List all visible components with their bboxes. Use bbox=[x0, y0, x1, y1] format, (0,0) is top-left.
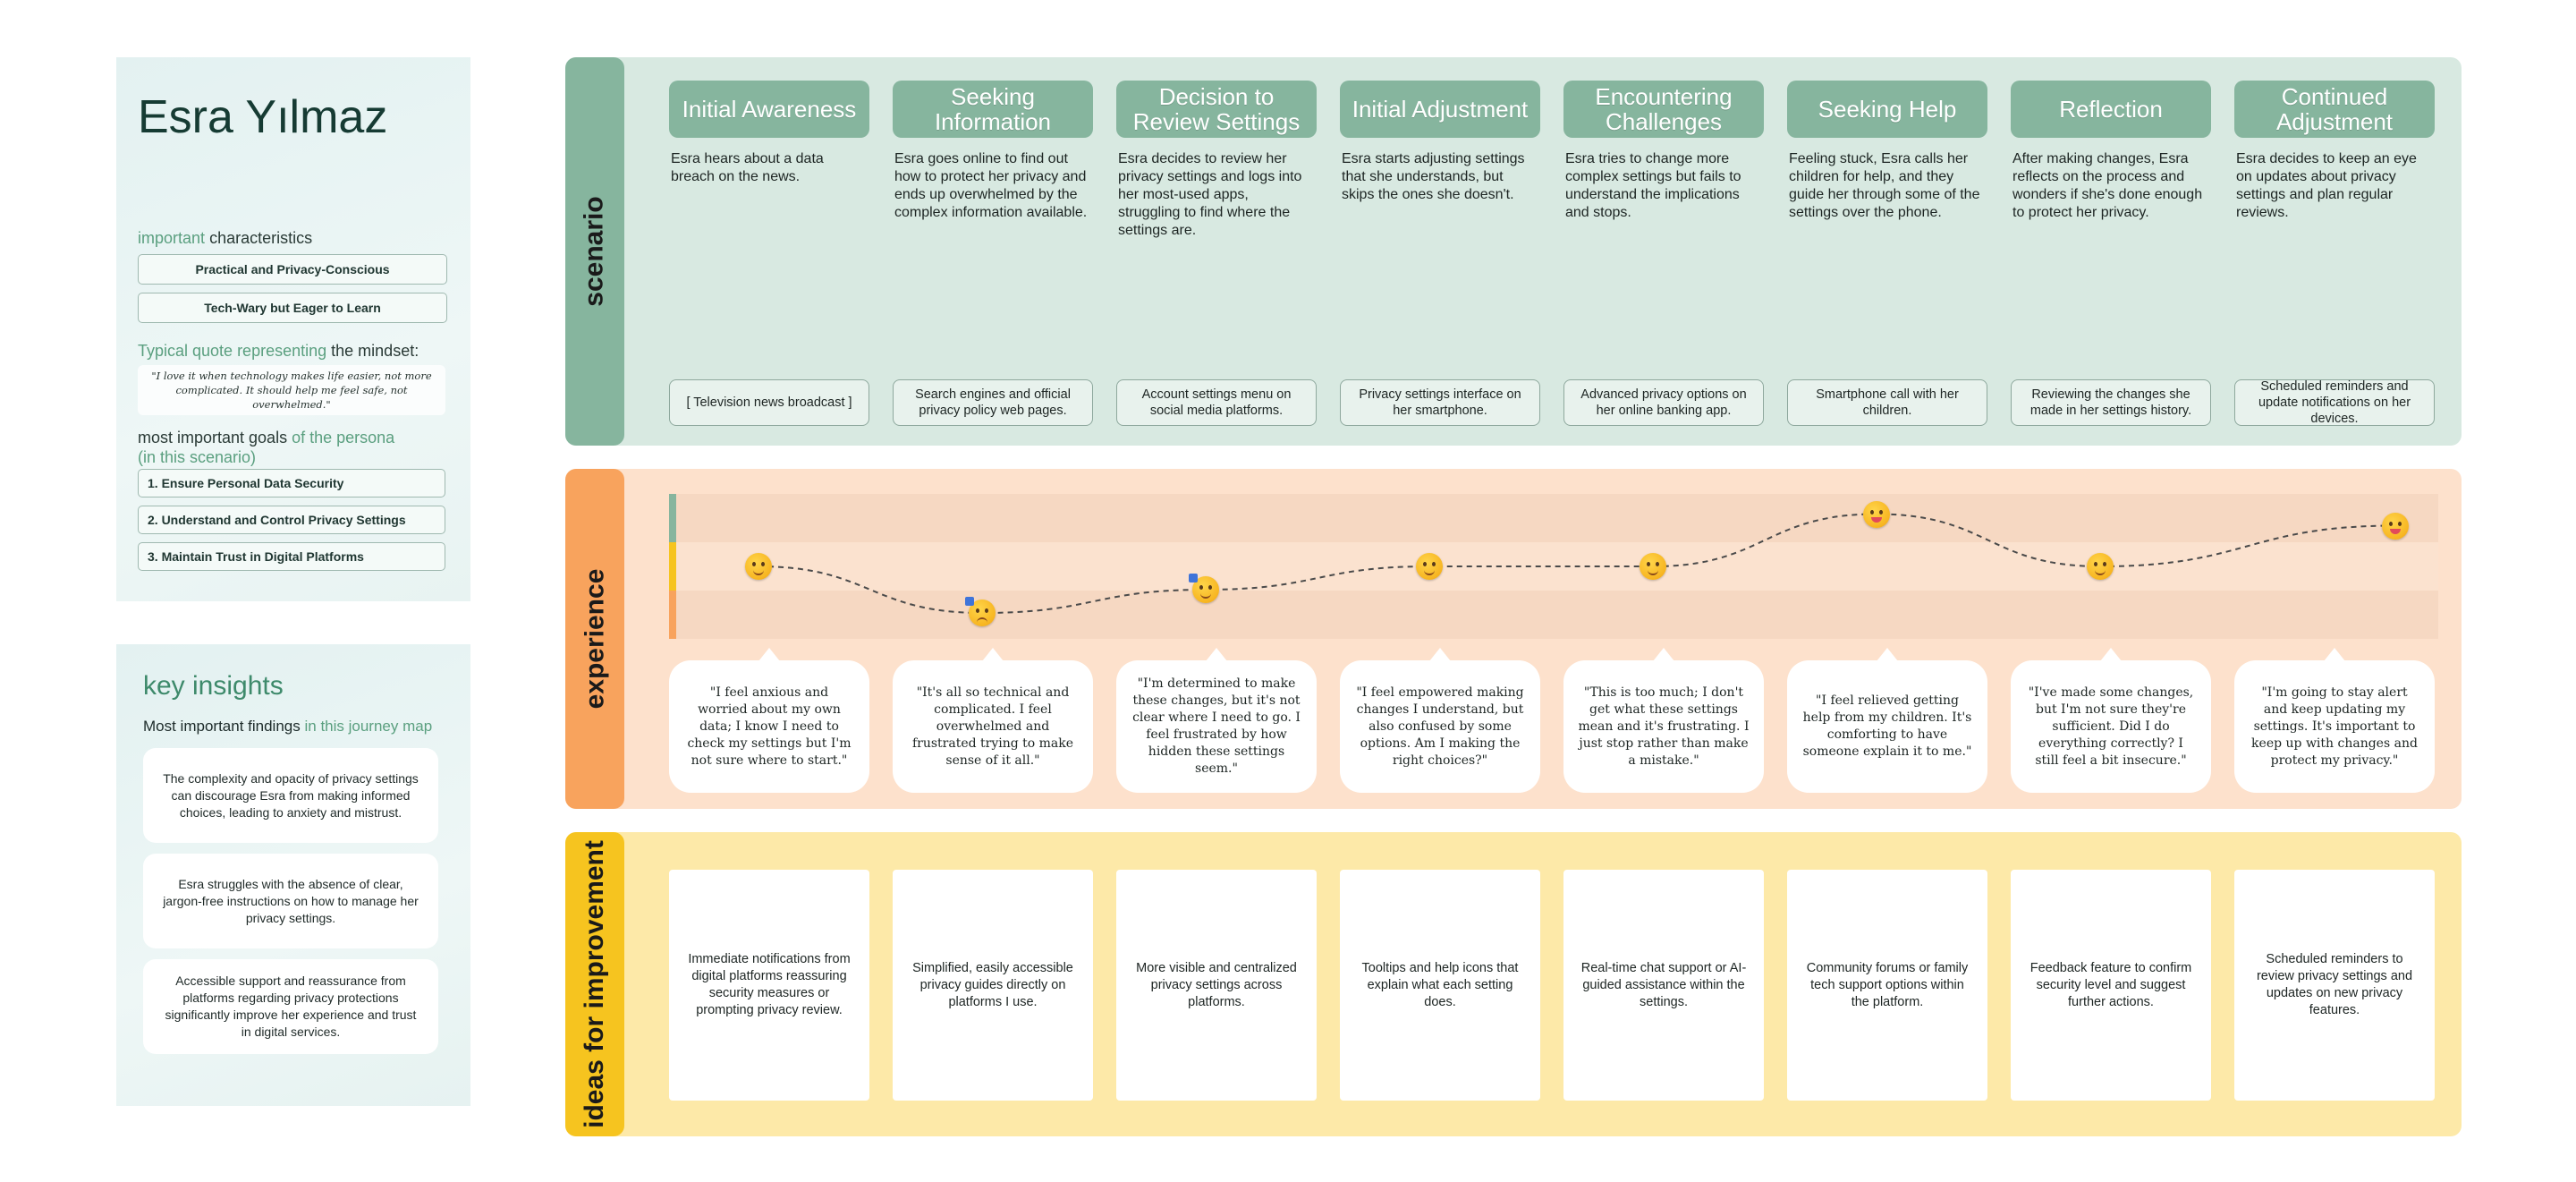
insight-card: Esra struggles with the absence of clear… bbox=[143, 854, 438, 948]
insights-subtitle: Most important findings in this journey … bbox=[143, 718, 433, 735]
feeling-quote-bubble: "I feel empowered making changes I under… bbox=[1340, 648, 1540, 793]
emotion-band-high bbox=[671, 494, 2438, 542]
key-insights-panel: key insights Most important findings in … bbox=[116, 644, 470, 1106]
persona-name: Esra Yılmaz bbox=[138, 91, 388, 143]
phase-touchpoint: Privacy settings interface on her smartp… bbox=[1340, 379, 1540, 426]
phase-header: Initial Awareness bbox=[669, 81, 869, 138]
neutral-face-icon bbox=[2087, 553, 2114, 580]
insight-card: The complexity and opacity of privacy se… bbox=[143, 748, 438, 843]
goal-item: 3. Maintain Trust in Digital Platforms bbox=[138, 542, 445, 571]
feeling-quote-bubble: "This is too much; I don't get what thes… bbox=[1563, 648, 1764, 793]
feeling-quote-bubble: "I feel anxious and worried about my own… bbox=[669, 648, 869, 793]
goals-label: most important goals of the persona (in … bbox=[138, 429, 395, 466]
experience-lane: experience "I feel anxious and worried a… bbox=[565, 469, 2462, 809]
improvement-idea-card: Community forums or family tech support … bbox=[1787, 870, 1987, 1101]
phase-description: Esra goes online to find out how to prot… bbox=[894, 151, 1088, 220]
phase-header: Decision to Review Settings bbox=[1116, 81, 1317, 138]
phase-touchpoint: Smartphone call with her children. bbox=[1787, 379, 1987, 426]
persona-quote: "I love it when technology makes life ea… bbox=[138, 365, 445, 415]
feeling-quote-bubble: "It's all so technical and complicated. … bbox=[893, 648, 1093, 793]
characteristics-label: important characteristics bbox=[138, 229, 313, 247]
improvement-idea-card: Tooltips and help icons that explain wha… bbox=[1340, 870, 1540, 1101]
improvement-idea-card: Real-time chat support or AI-guided assi… bbox=[1563, 870, 1764, 1101]
phase-touchpoint: Reviewing the changes she made in her se… bbox=[2011, 379, 2211, 426]
neutral-face-icon bbox=[745, 553, 772, 580]
emotion-curve-chart bbox=[758, 513, 2396, 615]
happy-face-icon bbox=[1863, 500, 1890, 528]
emotion-line bbox=[758, 513, 2396, 615]
phase-touchpoint: Advanced privacy options on her online b… bbox=[1563, 379, 1764, 426]
quote-label: Typical quote representing the mindset: bbox=[138, 342, 419, 360]
feeling-quote-bubble: "I'm going to stay alert and keep updati… bbox=[2234, 648, 2435, 793]
characteristic-pill: Practical and Privacy-Conscious bbox=[138, 254, 447, 285]
characteristic-pill: Tech-Wary but Eager to Learn bbox=[138, 293, 447, 323]
feeling-quote-bubble: "I feel relieved getting help from my ch… bbox=[1787, 648, 1987, 793]
scenario-lane-label: scenario bbox=[580, 196, 609, 307]
phase-header: Reflection bbox=[2011, 81, 2211, 138]
goal-item: 2. Understand and Control Privacy Settin… bbox=[138, 506, 445, 534]
phase-description: Esra starts adjusting settings that she … bbox=[1342, 151, 1525, 202]
neutral-face-icon bbox=[1189, 574, 1219, 603]
improvement-idea-card: More visible and centralized privacy set… bbox=[1116, 870, 1317, 1101]
phase-header: Initial Adjustment bbox=[1340, 81, 1540, 138]
neutral-face-icon bbox=[1640, 553, 1666, 580]
phase-header: Seeking Help bbox=[1787, 81, 1987, 138]
emotion-marker-neutral bbox=[669, 542, 676, 591]
ideas-lane-tab bbox=[565, 832, 624, 1136]
persona-panel: Esra Yılmaz important characteristics Pr… bbox=[116, 57, 470, 601]
ideas-lane-label: ideas for improvement bbox=[580, 840, 610, 1128]
improvement-idea-card: Immediate notifications from digital pla… bbox=[669, 870, 869, 1101]
scenario-lane-tab bbox=[565, 57, 624, 446]
phase-description: Esra tries to change more complex settin… bbox=[1565, 151, 1741, 220]
phase-description: After making changes, Esra reflects on t… bbox=[2012, 151, 2203, 220]
phase-description: Feeling stuck, Esra calls her children f… bbox=[1789, 151, 1980, 220]
experience-lane-tab bbox=[565, 469, 624, 809]
phase-touchpoint: Search engines and official privacy poli… bbox=[893, 379, 1093, 426]
insight-card: Accessible support and reassurance from … bbox=[143, 959, 438, 1054]
phase-touchpoint: Account settings menu on social media pl… bbox=[1116, 379, 1317, 426]
emotion-band-mid bbox=[671, 542, 2438, 591]
phase-description: Esra decides to review her privacy setti… bbox=[1118, 151, 1302, 238]
improvement-idea-card: Feedback feature to confirm security lev… bbox=[2011, 870, 2211, 1101]
sad-face-icon bbox=[965, 597, 996, 626]
ideas-lane: ideas for improvement Immediate notifica… bbox=[565, 832, 2462, 1136]
phase-header: Encountering Challenges bbox=[1563, 81, 1764, 138]
emotion-marker-positive bbox=[669, 494, 676, 542]
phase-header: Seeking Information bbox=[893, 81, 1093, 138]
phase-header: Continued Adjustment bbox=[2234, 81, 2435, 138]
emotion-marker-negative bbox=[669, 591, 676, 639]
goal-item: 1. Ensure Personal Data Security bbox=[138, 469, 445, 497]
phase-touchpoint: Scheduled reminders and update notificat… bbox=[2234, 379, 2435, 426]
neutral-face-icon bbox=[1416, 553, 1443, 580]
phase-description: Esra decides to keep an eye on updates a… bbox=[2236, 151, 2417, 220]
insights-title: key insights bbox=[143, 671, 284, 701]
improvement-idea-card: Simplified, easily accessible privacy gu… bbox=[893, 870, 1093, 1101]
phase-description: Esra hears about a data breach on the ne… bbox=[671, 151, 824, 184]
improvement-idea-card: Scheduled reminders to review privacy se… bbox=[2234, 870, 2435, 1101]
feeling-quote-bubble: "I'm determined to make these changes, b… bbox=[1116, 648, 1317, 793]
phase-touchpoint: [ Television news broadcast ] bbox=[669, 379, 869, 426]
feeling-quote-bubble: "I've made some changes, but I'm not sur… bbox=[2011, 648, 2211, 793]
happy-face-icon bbox=[2382, 512, 2409, 540]
